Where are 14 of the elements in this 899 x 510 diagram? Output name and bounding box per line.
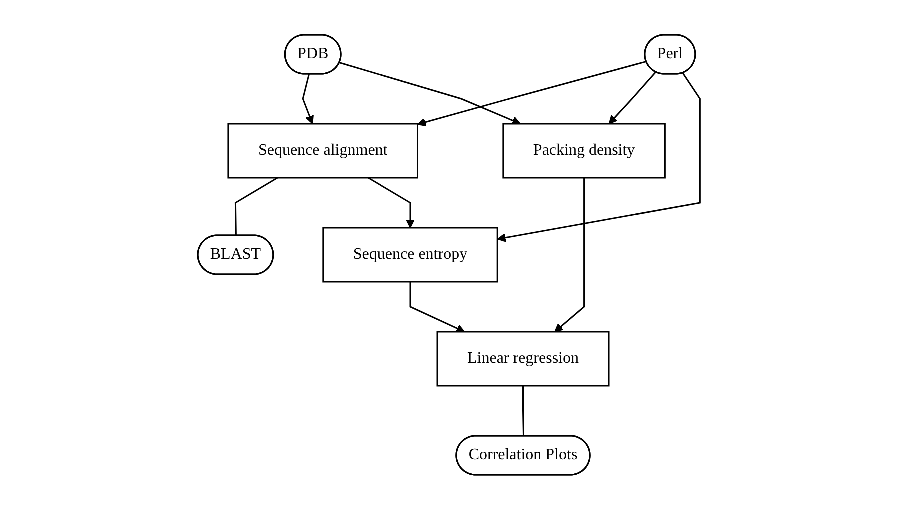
- node-box: Linear regression: [437, 331, 610, 387]
- connector: [522, 386, 525, 436]
- arrow: [498, 72, 702, 242]
- node-box: Sequence alignment: [228, 123, 419, 179]
- arrow: [340, 62, 522, 125]
- node-box: Sequence entropy: [323, 227, 499, 283]
- arrow: [302, 74, 314, 124]
- arrow: [554, 178, 586, 332]
- arrow: [609, 72, 657, 124]
- arrow: [368, 177, 416, 228]
- arrow: [410, 282, 466, 333]
- arrow: [418, 60, 648, 127]
- connector: [235, 177, 279, 236]
- node-box: Packing density: [503, 123, 666, 179]
